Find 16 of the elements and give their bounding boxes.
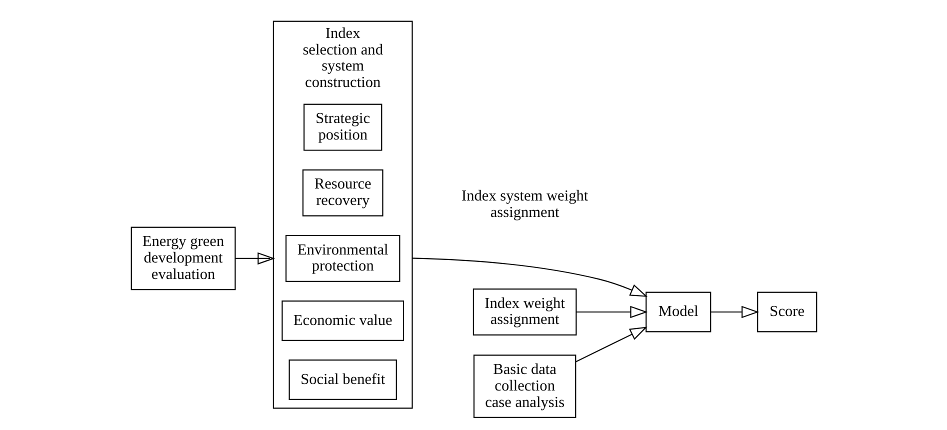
node-box: Environmental protection [284, 234, 400, 282]
node-box: Strategic position [303, 104, 382, 151]
arrow [234, 252, 275, 265]
node-box: Economic value [281, 300, 404, 341]
label: Index system weight assignment [461, 188, 588, 222]
node-box: Energy green development evaluation [130, 226, 236, 290]
node-box: Resource recovery [302, 169, 383, 216]
node-box: Model [645, 292, 711, 332]
node-box: Basic data collection case analysis [472, 354, 576, 418]
node-box: Index weight assignment [472, 288, 576, 336]
arrow [575, 326, 647, 362]
node-box: Score [756, 292, 817, 332]
arrow [576, 306, 648, 318]
arrow [710, 306, 759, 318]
arrow [412, 258, 648, 297]
node-box: Social benefit [288, 360, 396, 400]
